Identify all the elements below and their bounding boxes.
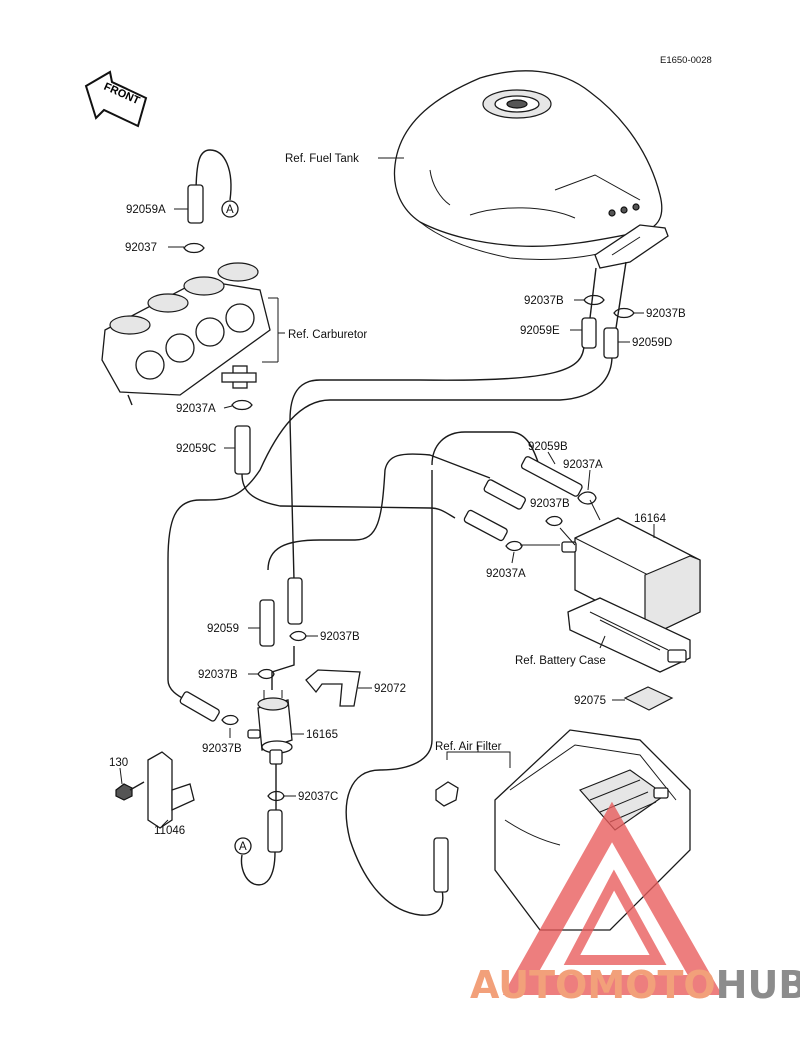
callout-a-top-icon: [221, 200, 239, 218]
callout-a-top-text: A: [226, 204, 234, 216]
label-11046: 11046: [154, 825, 185, 837]
label-92037: 92037: [125, 242, 157, 254]
ref-air-filter-label: Ref. Air Filter: [435, 741, 502, 753]
battery-case-drawing: [567, 597, 691, 673]
clip-92037b-pump-low-icon: [221, 714, 239, 726]
label-92037b-tank-left: 92037B: [524, 295, 564, 307]
label-92037b-pump-right: 92037B: [320, 631, 360, 643]
ref-battery-case-label: Ref. Battery Case: [515, 655, 606, 667]
callout-a-bottom-text: A: [239, 841, 247, 853]
label-92059d: 92059D: [632, 337, 672, 349]
label-92072: 92072: [374, 683, 406, 695]
label-130: 130: [109, 757, 128, 769]
label-92059: 92059: [207, 623, 239, 635]
hose-92059e: [581, 317, 597, 349]
label-92037b-pump-left: 92037B: [198, 669, 238, 681]
clip-92037a-carb-icon: [231, 399, 253, 411]
clip-92037b-tank-left-icon: [583, 294, 605, 306]
hose-route-canister-to-airfilter: [345, 470, 444, 916]
hose-route-carb-to-canister: [241, 473, 456, 519]
clip-92037b-pump-left-icon: [257, 668, 275, 680]
label-92037b-pump-low: 92037B: [202, 743, 242, 755]
clip-92037b-tank-right-icon: [613, 307, 635, 319]
watermark-text-part1: AUTOMOTOHUB: [470, 963, 800, 1007]
hose-pump-upper: [287, 577, 303, 625]
carburetor-drawing: [101, 262, 271, 406]
hose-pump-feed: [271, 646, 295, 690]
front-arrow-icon: FRONT: [84, 70, 148, 128]
clip-92037a-bottom-icon: [505, 540, 523, 552]
hose-route-pump-to-canister: [267, 453, 491, 571]
drawing-code: E1650-0028: [660, 55, 712, 66]
callout-a-bottom-icon: [234, 837, 252, 855]
label-92059b: 92059B: [528, 441, 568, 453]
air-filter-elbow: [435, 781, 459, 807]
hose-route-top-loop: [431, 431, 539, 466]
bolt-130-drawing: [115, 781, 145, 801]
hose-a-lower-loop: [240, 851, 276, 886]
label-16165: 16165: [306, 729, 338, 741]
hose-route-tank-to-filter: [167, 355, 613, 701]
hose-canister-lower: [463, 509, 508, 542]
label-92059e: 92059E: [520, 325, 560, 337]
clip-92037b-pump-right-icon: [289, 630, 307, 642]
hose-92059a: [187, 184, 204, 224]
hose-route-tank-to-pump: [289, 343, 585, 581]
label-92037c: 92037C: [298, 791, 338, 803]
fuel-tank-drawing: [393, 70, 669, 269]
hose-a-loop: [195, 149, 232, 201]
fuel-pump-16165-drawing: [247, 690, 293, 765]
hose-92059d: [603, 327, 619, 359]
ref-carburetor-label: Ref. Carburetor: [288, 329, 367, 341]
ref-fuel-tank-label: Ref. Fuel Tank: [285, 153, 359, 165]
label-92059c: 92059C: [176, 443, 216, 455]
hose-92059: [259, 599, 275, 647]
label-92037b-tank-right: 92037B: [646, 308, 686, 320]
label-92037a-carb: 92037A: [176, 403, 216, 415]
watermark-automoto: AUTOMOTO: [470, 963, 716, 1007]
bracket-11046-drawing: [147, 751, 195, 829]
bracket-92072-drawing: [305, 669, 361, 707]
hose-92059c: [234, 425, 251, 475]
hose-92037c-lower: [267, 809, 283, 853]
label-92037a-top: 92037A: [563, 459, 603, 471]
label-92037a-bottom: 92037A: [486, 568, 526, 580]
label-16164: 16164: [634, 513, 667, 525]
label-92037b-mid: 92037B: [530, 498, 570, 510]
label-92075: 92075: [574, 695, 606, 707]
label-92059a: 92059A: [126, 204, 166, 216]
pad-92075: [623, 686, 674, 711]
clip-92037a-top-icon: [577, 491, 597, 505]
watermark-hub: HUB: [716, 963, 800, 1007]
hose-canister-upper: [483, 479, 526, 510]
hose-92059b: [520, 456, 583, 497]
clip-92037b-mid-icon: [545, 515, 563, 527]
hose-pump-left: [179, 691, 220, 722]
hose-air-filter: [433, 837, 449, 893]
watermark-logo: [502, 801, 723, 995]
clip-92037-icon: [183, 242, 205, 254]
